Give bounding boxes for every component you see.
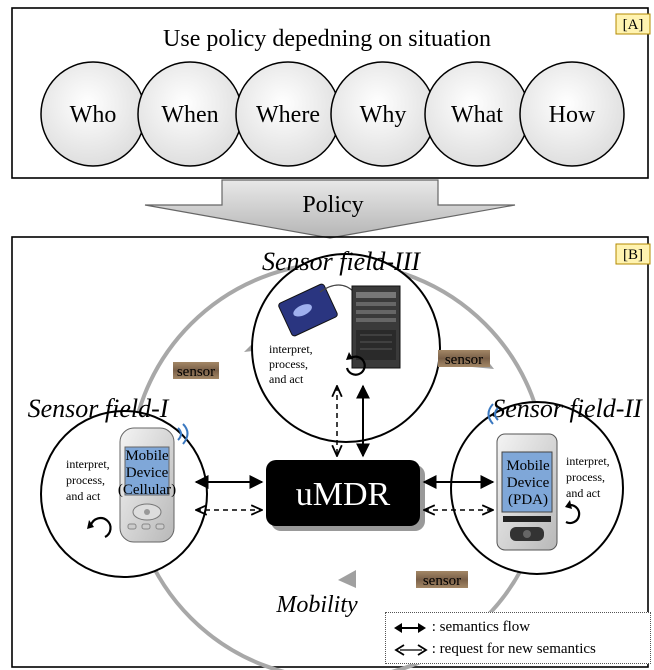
- server-icon: [351, 285, 401, 369]
- cycle-icon-field-1: [89, 516, 112, 538]
- sensor-field-1-title: Sensor field-I: [28, 394, 170, 423]
- section-a-tag: [A]: [623, 17, 644, 33]
- section-b-tag: [B]: [623, 247, 643, 263]
- sensor-field-2-action-3: and act: [566, 486, 601, 500]
- device-1-line-1: Mobile: [125, 448, 169, 464]
- legend-open-arrow-icon: [394, 643, 428, 656]
- sensor-tag-right-label: sensor: [445, 352, 483, 368]
- cycle-icon-field-2: [565, 503, 581, 525]
- cycle-icon-field-2-head: [565, 500, 572, 509]
- circle-how: [519, 61, 625, 167]
- cycle-icon-field-1-head: [87, 520, 94, 529]
- device-2-line-1: Mobile: [506, 458, 550, 474]
- section-b-box: [11, 236, 649, 668]
- sensor-field-3-title: Sensor field-III: [262, 247, 421, 276]
- sensor-tag-right: sensor: [438, 350, 490, 368]
- umdr-box: [266, 460, 420, 526]
- sensor-device-icon: [278, 283, 355, 337]
- section-a-tag-bg: [615, 13, 651, 35]
- sensor-field-2-action-1: interpret,: [566, 454, 610, 468]
- legend-semantics-flow: : semantics flow: [394, 619, 530, 636]
- policy-arrow: [144, 179, 516, 239]
- sensor-field-3-action-3: and act: [269, 372, 304, 386]
- legend-request: : request for new semantics: [394, 641, 596, 658]
- circle-what-label: What: [451, 102, 503, 128]
- situation-circles: Who When Where Why What How: [40, 61, 625, 167]
- cycle-icon-field-3: [345, 355, 366, 376]
- cycle-icon-field-3-head: [346, 352, 353, 360]
- sensor-field-2-action-2: process,: [566, 470, 605, 484]
- sensor-field-1-action-2: process,: [66, 473, 105, 487]
- circle-how-label: How: [549, 102, 596, 128]
- sensor-field-1-action-3: and act: [66, 489, 101, 503]
- sensor-tag-bottom-label: sensor: [423, 573, 461, 589]
- cellular-phone-icon: [119, 423, 189, 543]
- sensor-tag-left-label: sensor: [177, 364, 215, 380]
- legend-request-text: : request for new semantics: [431, 641, 596, 657]
- legend: : semantics flow : request for new seman…: [385, 612, 651, 664]
- device-1-line-2: Device: [126, 465, 169, 481]
- circle-when-label: When: [161, 102, 218, 128]
- legend-semantics-flow-text: : semantics flow: [431, 619, 531, 635]
- pda-icon: [487, 403, 558, 551]
- circle-where-label: Where: [256, 102, 320, 128]
- circle-who-label: Who: [70, 102, 117, 128]
- sensor-field-3-action-1: interpret,: [269, 342, 313, 356]
- device-1-line-3: (Cellular): [118, 482, 176, 498]
- circle-why-label: Why: [360, 102, 407, 128]
- mobility-label: Mobility: [275, 592, 358, 618]
- sensor-field-2-title: Sensor field-II: [492, 394, 643, 423]
- sensor-field-1-action-1: interpret,: [66, 457, 110, 471]
- umdr-label: uMDR: [296, 476, 391, 513]
- cycle-arrowhead-bottom: [338, 570, 356, 588]
- sensor-field-3-action-2: process,: [269, 357, 308, 371]
- sensor-tag-bottom: sensor: [416, 571, 468, 589]
- device-2-line-3: (PDA): [508, 492, 548, 508]
- section-b-tag-bg: [615, 243, 651, 265]
- section-a-title: Use policy depedning on situation: [163, 26, 491, 52]
- policy-label: Policy: [302, 192, 363, 218]
- legend-solid-arrow-icon: [394, 622, 426, 633]
- sensor-tag-left: sensor: [173, 362, 219, 380]
- device-2-line-2: Device: [507, 475, 550, 491]
